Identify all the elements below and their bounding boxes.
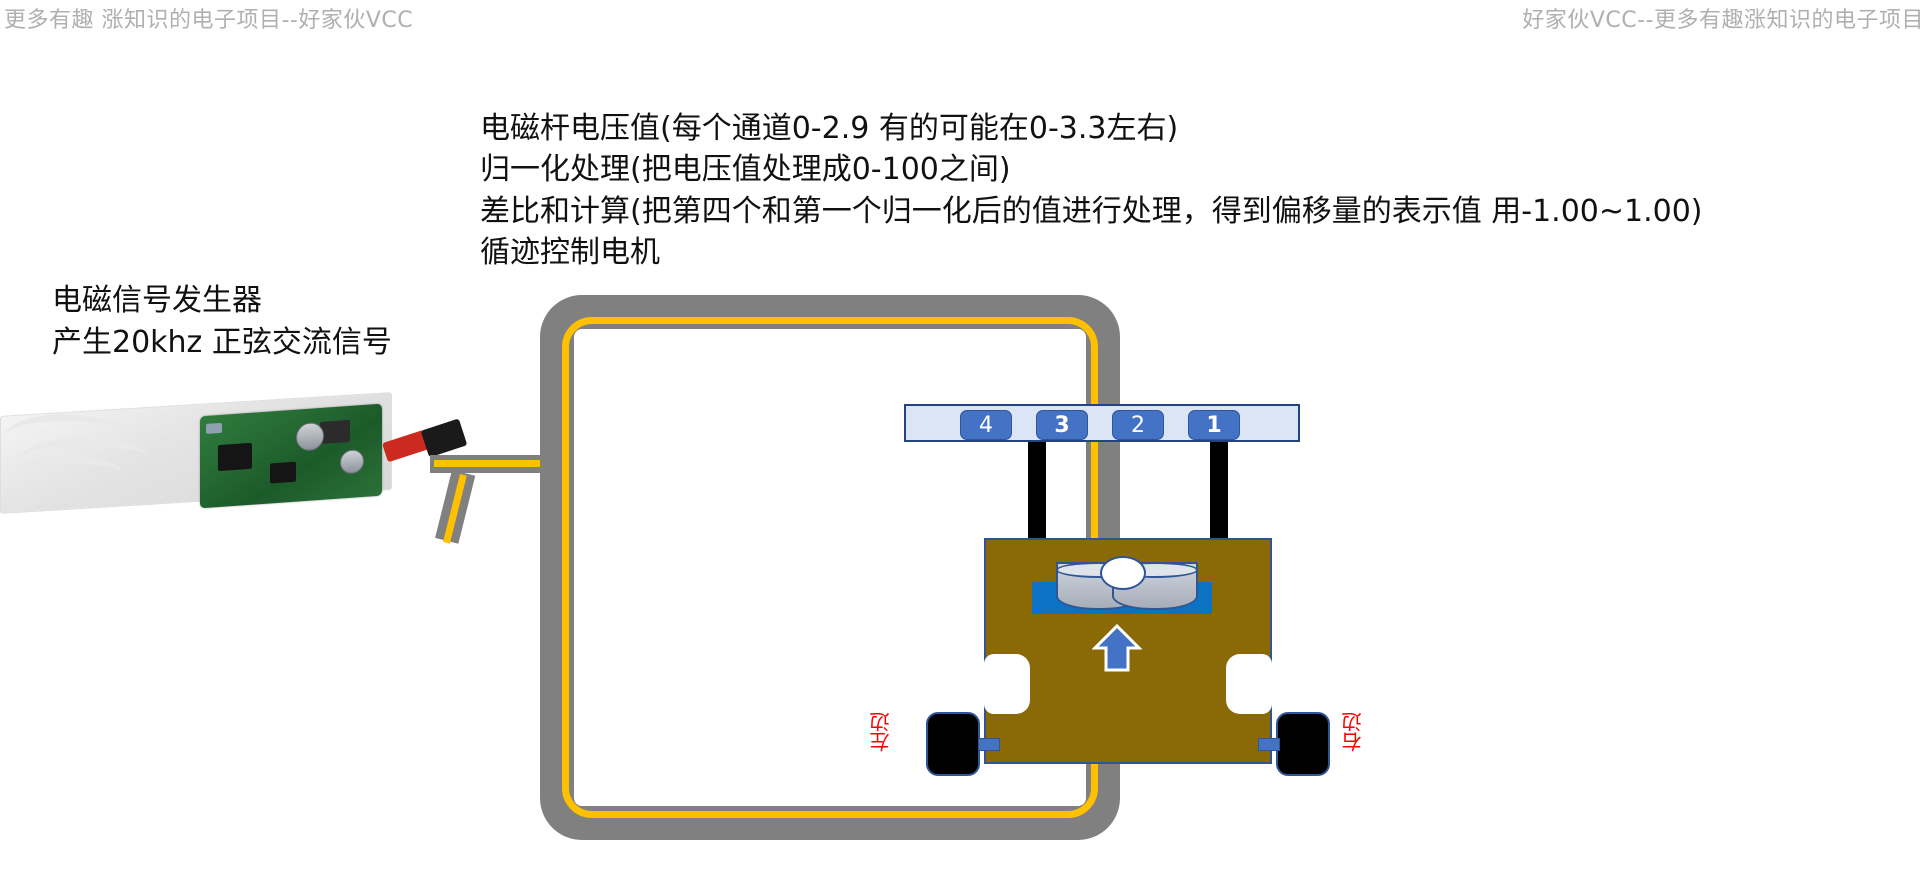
generator-cable-2 [20,438,150,481]
generator-black-plug [420,418,468,458]
notes-block: 电磁杆电压值(每个通道0-2.9 有的可能在0-3.3左右) 归一化处理(把电压… [480,108,1703,274]
sensor-channel-1[interactable]: 1 [1188,410,1240,440]
forward-direction-arrow [1092,624,1142,672]
note-line-1: 电磁杆电压值(每个通道0-2.9 有的可能在0-3.3左右) [480,111,1179,146]
car-notch-right [1226,654,1272,714]
sensor-post-right [1210,442,1228,540]
pcb-chip-2 [270,461,296,484]
note-line-3: 差比和计算(把第四个和第一个归一化后的值进行处理，得到偏移量的表示值 用-1.0… [480,193,1703,229]
note-line-4: 循迹控制电机 [480,235,660,271]
generator-cable-3 [12,456,122,489]
axle-left [978,738,1000,751]
pcb-capacitor-1 [296,421,324,452]
left-side-label: 左边 [869,712,893,752]
sensor-channel-3[interactable]: 3 [1036,410,1088,440]
watermark-right: 好家伙VCC--更多有趣涨知识的电子项目 [1522,8,1924,33]
note-line-2: 归一化处理(把电压值处理成0-100之间) [480,152,1011,188]
watermark-left: 更多有趣 涨知识的电子项目--好家伙VCC [4,8,414,33]
pcb-chip-1 [218,442,252,472]
caster-ball [1100,556,1146,590]
sensor-channel-4[interactable]: 4 [960,410,1012,440]
signal-generator-device [0,392,468,514]
generator-label-line-2: 产生20khz 正弦交流信号 [52,325,392,360]
generator-label: 电磁信号发生器 产生20khz 正弦交流信号 [52,280,392,364]
car-notch-left [984,654,1030,714]
generator-pcb [200,403,382,509]
line-following-car-body [984,538,1272,764]
axle-right [1258,738,1280,751]
pcb-capacitor-2 [340,448,364,475]
pcb-chip-3 [320,419,350,444]
wheel-right [1276,712,1330,776]
guide-track-loop [540,295,1120,840]
electromagnetic-sensor-bar: 4 3 2 1 [904,404,1300,442]
sensor-post-left [1028,442,1046,540]
wheel-left [926,712,980,776]
generator-label-line-1: 电磁信号发生器 [52,283,262,318]
sensor-channel-2[interactable]: 2 [1112,410,1164,440]
pcb-part-4 [206,422,222,434]
track-lead-wire-upper [434,460,574,467]
generator-cable-1 [4,414,124,461]
right-side-label: 右边 [1341,712,1365,752]
